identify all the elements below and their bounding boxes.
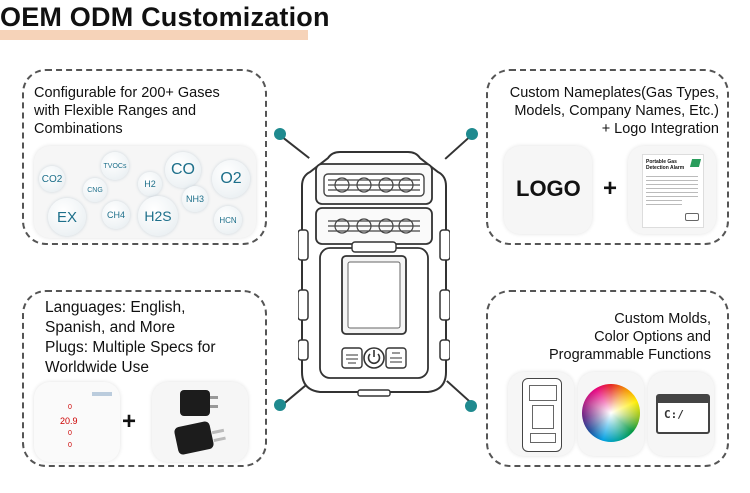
text-line: Configurable for 200+ Gases xyxy=(34,85,220,101)
nameplate-title-line: Detection Alarm xyxy=(646,165,685,171)
connector-dot xyxy=(466,128,478,140)
connector-dot xyxy=(274,128,286,140)
panel-gases: Configurable for 200+ Gases with Flexibl… xyxy=(22,69,267,245)
nameplate-label: Portable Gas Detection Alarm xyxy=(642,154,704,228)
title-underline xyxy=(0,30,308,40)
plus-sign: + xyxy=(122,408,137,435)
color-wheel-icon xyxy=(582,384,640,442)
panel-molds-text: Custom Molds, Color Options and Programm… xyxy=(549,310,711,364)
screen-status-icons xyxy=(92,392,112,396)
text-line: Worldwide Use xyxy=(45,359,149,376)
us-plug-icon xyxy=(173,420,215,456)
gas-bubble-co: CO xyxy=(165,152,201,188)
plug-card xyxy=(152,382,248,462)
gas-bubble-co2: CO2 xyxy=(39,166,65,192)
gas-bubble-h2: H2 xyxy=(138,172,162,196)
gas-bubble-h2s: H2S xyxy=(138,196,178,236)
text-line: + Logo Integration xyxy=(601,121,719,137)
gas-bubble-hcn: HCN xyxy=(214,206,242,234)
connector-dot xyxy=(465,400,477,412)
gas-bubble-tvocs: TVOCs xyxy=(101,152,129,180)
color-wheel-card xyxy=(578,372,644,456)
nameplate-card: Portable Gas Detection Alarm xyxy=(628,146,716,234)
text-line: Programmable Functions xyxy=(549,347,711,363)
screen-reading: 20.9 xyxy=(60,416,78,426)
text-line: Spanish, and More xyxy=(45,319,176,336)
panel-languages-text: Languages: English, Spanish, and More Pl… xyxy=(45,298,216,378)
eu-plug-prongs-icon xyxy=(210,396,218,399)
gas-bubble-cng: CNG xyxy=(83,178,107,202)
mold-card xyxy=(508,372,574,456)
eu-plug-icon xyxy=(180,390,210,416)
certification-icon xyxy=(685,213,699,221)
gas-bubble-ex: EX xyxy=(48,198,86,236)
text-line: Models, Company Names, Etc.) xyxy=(514,103,719,119)
terminal-card: C:/ xyxy=(648,372,714,456)
nameplate-title-line: Portable Gas xyxy=(646,159,677,165)
screen-card: 0 20.9 0 0 xyxy=(34,382,120,462)
gas-detector-device xyxy=(298,151,450,397)
panel-languages: Languages: English, Spanish, and More Pl… xyxy=(22,290,267,467)
terminal-window-icon: C:/ xyxy=(656,394,710,434)
text-line: Custom Nameplates(Gas Types, xyxy=(509,85,719,101)
text-line: with Flexible Ranges and xyxy=(34,103,197,119)
device-screen: 0 20.9 0 0 xyxy=(42,392,112,454)
screen-reading: 0 xyxy=(68,430,72,437)
nameplate-specs xyxy=(646,173,698,208)
brand-mark-icon xyxy=(689,159,702,167)
gas-bubble-nh3: NH3 xyxy=(182,186,208,212)
gas-bubble-o2: O2 xyxy=(212,160,250,198)
text-line: Custom Molds, xyxy=(614,311,711,327)
mold-device-icon xyxy=(522,378,562,452)
logo-card: LOGO xyxy=(504,146,592,234)
screen-reading: 0 xyxy=(68,404,72,411)
gas-bubble-ch4: CH4 xyxy=(102,201,130,229)
text-line: Color Options and xyxy=(594,329,711,345)
text-line: Plugs: Multiple Specs for xyxy=(45,339,216,356)
panel-nameplates: Custom Nameplates(Gas Types, Models, Com… xyxy=(486,69,729,245)
connector-dot xyxy=(274,399,286,411)
text-line: Combinations xyxy=(34,121,123,137)
panel-gases-text: Configurable for 200+ Gases with Flexibl… xyxy=(34,84,220,138)
text-line: Languages: English, xyxy=(45,299,186,316)
screen-reading: 0 xyxy=(68,442,72,449)
plus-sign: + xyxy=(603,175,618,202)
page-title: OEM ODM Customization xyxy=(0,2,330,32)
panel-molds: Custom Molds, Color Options and Programm… xyxy=(486,290,729,467)
nameplate-title: Portable Gas Detection Alarm xyxy=(646,159,684,171)
logo-label: LOGO xyxy=(516,176,581,201)
panel-nameplates-text: Custom Nameplates(Gas Types, Models, Com… xyxy=(510,84,719,138)
us-plug-prongs-icon xyxy=(211,428,225,435)
gas-bubbles-card: CO2 CNG TVOCs H2 CO O2 EX CH4 H2S NH3 HC… xyxy=(34,146,256,238)
terminal-prompt: C:/ xyxy=(664,408,684,421)
